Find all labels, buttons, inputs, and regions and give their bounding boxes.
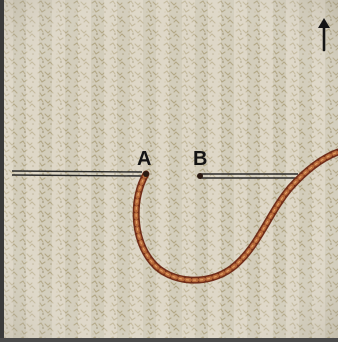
point-a-hole — [143, 171, 149, 177]
bottom-frame-edge — [0, 338, 338, 342]
point-a-label: A — [137, 149, 151, 169]
point-b-label: B — [193, 149, 207, 169]
left-frame-edge — [0, 0, 4, 342]
point-b-hole — [197, 173, 203, 179]
up-arrow-icon — [316, 18, 332, 52]
